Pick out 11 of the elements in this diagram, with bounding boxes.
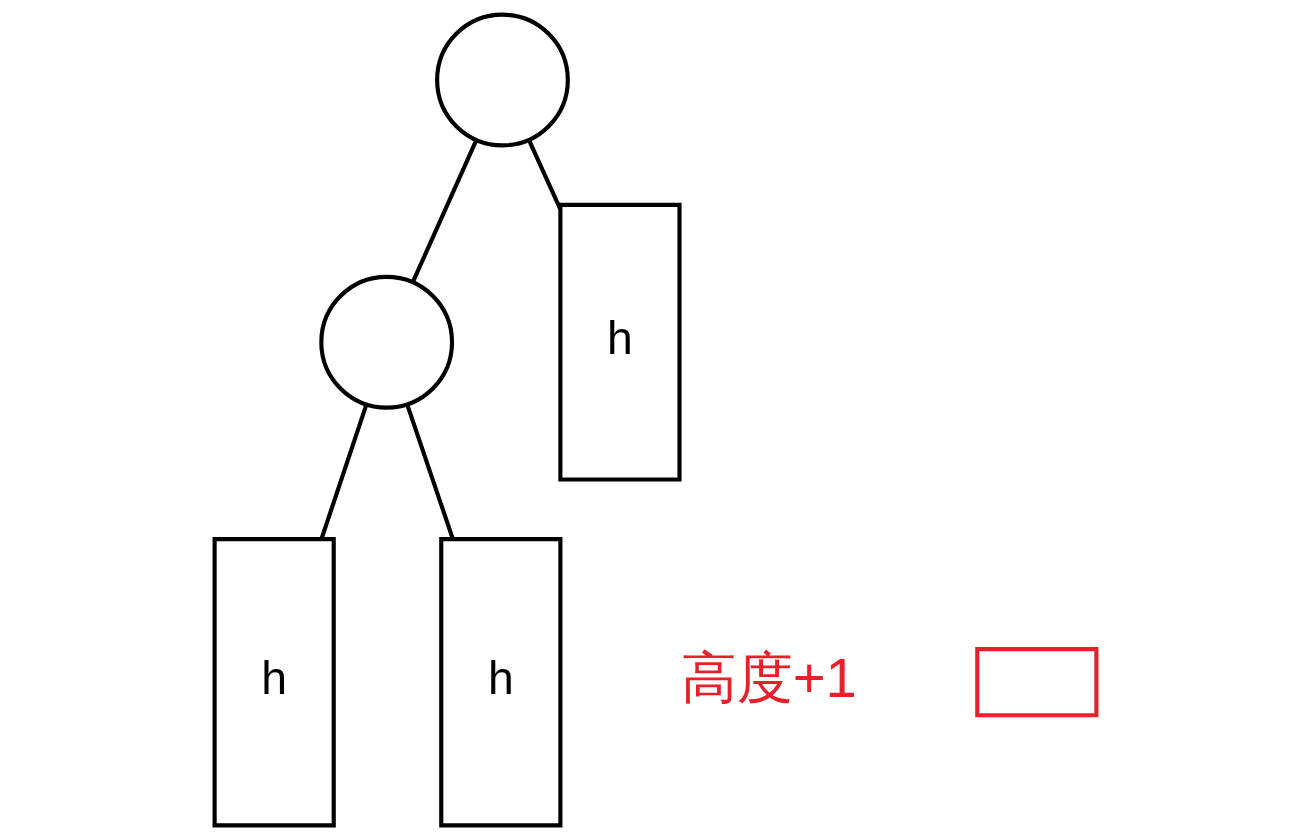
connector [410,139,479,283]
node-box [975,647,1099,718]
node-box: h [439,537,563,828]
node-circle [319,274,455,410]
connector [319,404,369,540]
connector [527,139,563,211]
node-label: 高度+1 [680,645,857,709]
node-circle [435,12,570,148]
node-box: h [212,537,336,828]
node-box: h [558,202,682,482]
connector [405,404,455,540]
